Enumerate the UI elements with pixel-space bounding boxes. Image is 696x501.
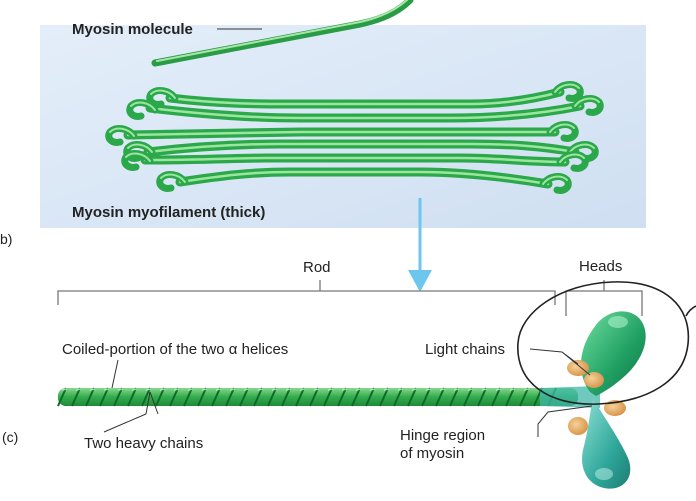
part-label-c: (c) xyxy=(2,429,19,445)
hinge-region-label: Hinge region xyxy=(400,427,486,444)
zoom-arrow xyxy=(408,198,432,292)
myosin-myofilament xyxy=(109,85,601,191)
leader-lines xyxy=(111,348,593,437)
myosin-molecule xyxy=(151,0,414,67)
myosin-molecule-label: Myosin molecule xyxy=(72,21,193,38)
rod-bracket xyxy=(57,280,556,305)
coiled-rod xyxy=(57,386,600,408)
myosin-myofilament-label: Myosin myofilament (thick) xyxy=(72,204,266,221)
heavy-chains-label: Two heavy chains xyxy=(84,435,204,452)
light-chains xyxy=(567,360,626,435)
light-chains-label: Light chains xyxy=(425,341,506,358)
coiled-portion-label: Coiled-portion of the two α helices xyxy=(62,341,289,358)
panel-b-background xyxy=(40,25,646,228)
rod-label: Rod xyxy=(303,259,331,276)
annotation-circle xyxy=(517,281,696,405)
part-label-b: b) xyxy=(0,231,13,247)
heads-bracket xyxy=(565,280,643,316)
hinge-region-label-line2: of myosin xyxy=(400,445,465,462)
heads-label: Heads xyxy=(579,258,623,275)
heavy-chain-leader xyxy=(103,413,147,433)
